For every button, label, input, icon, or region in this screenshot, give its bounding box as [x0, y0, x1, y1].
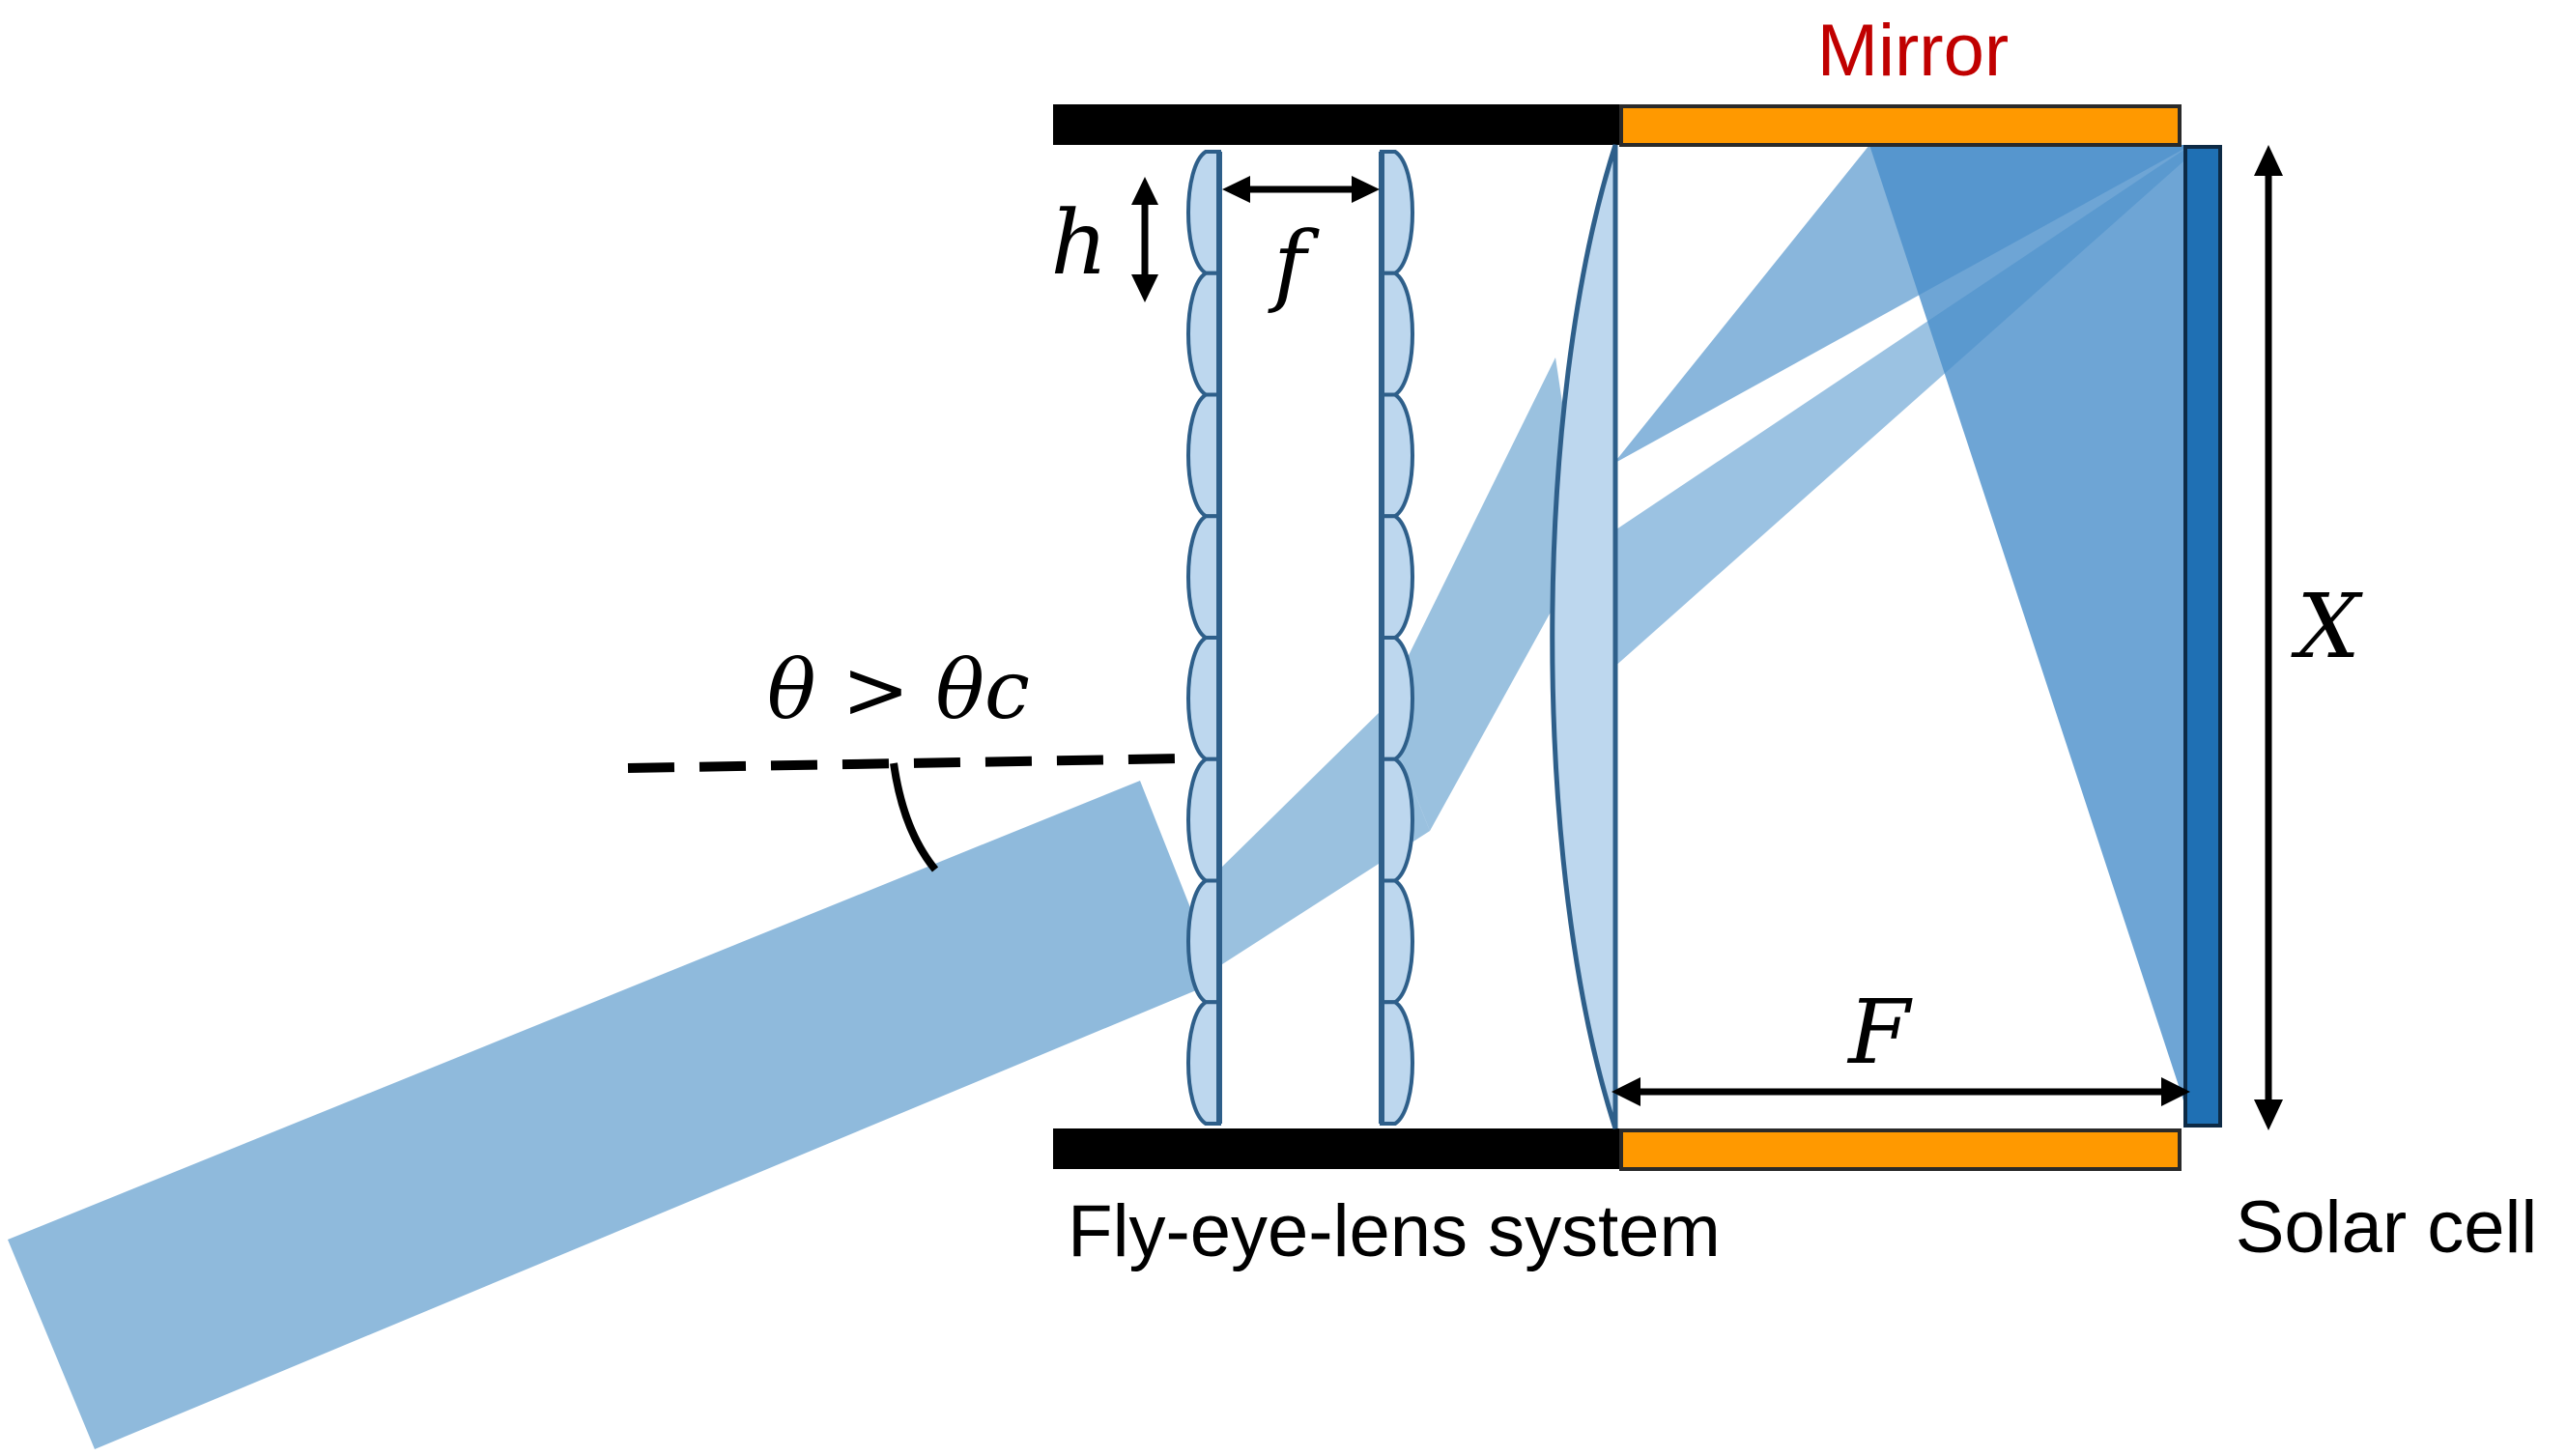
array1-lenslet-6 — [1186, 757, 1221, 883]
X-dimension-arrow — [2254, 145, 2283, 1130]
array1-lenslet-1 — [1186, 150, 1221, 275]
condenser-lens — [1550, 144, 1618, 1129]
top-housing-bar — [1053, 104, 1621, 145]
X-label: X — [2291, 575, 2363, 678]
array2-lenslet-7 — [1380, 878, 1414, 1005]
array1-lenslet-8 — [1186, 1000, 1221, 1126]
fly-eye-system-label: Fly-eye-lens system — [1068, 1190, 1721, 1272]
reflected-light-cone — [1869, 145, 2191, 1106]
top-mirror — [1619, 104, 2182, 147]
array1-lenslet-3 — [1186, 392, 1221, 519]
surface-normal-dashed — [627, 754, 1184, 773]
f-label: f — [1268, 213, 1320, 316]
array2-lenslet-3 — [1380, 392, 1414, 519]
array2-lenslet-6 — [1380, 757, 1414, 883]
array2-lenslet-5 — [1380, 636, 1414, 761]
array2-lenslet-2 — [1380, 271, 1414, 397]
bottom-housing-bar — [1053, 1128, 1621, 1169]
array2-lenslet-1 — [1380, 150, 1414, 275]
beam-between-arrays — [1219, 710, 1430, 966]
incoming-light-beam — [8, 781, 1219, 1449]
angle-condition-label: θ > θc — [767, 642, 1030, 737]
mirror-label: Mirror — [1817, 10, 2009, 92]
beam-to-condenser — [1382, 357, 1584, 831]
array1-lenslet-2 — [1186, 271, 1221, 397]
array1-lenslet-5 — [1186, 636, 1221, 761]
f-dimension-arrow — [1222, 176, 1380, 203]
solar-cell-label: Solar cell — [2236, 1186, 2538, 1269]
solar-cell — [2183, 145, 2222, 1128]
h-label: h — [1050, 191, 1107, 295]
lenslet-array-2 — [1379, 150, 1414, 1126]
array2-lenslet-4 — [1380, 514, 1414, 640]
angle-arc — [890, 762, 939, 872]
bottom-mirror — [1619, 1128, 2182, 1171]
array2-lenslet-8 — [1380, 1000, 1414, 1126]
lenslet-array-1 — [1186, 150, 1222, 1126]
array1-lenslet-7 — [1186, 878, 1221, 1005]
F-label: F — [1846, 981, 1913, 1084]
array1-lenslet-4 — [1186, 514, 1221, 640]
F-dimension-arrow — [1612, 1077, 2190, 1106]
h-dimension-arrow — [1131, 177, 1158, 302]
